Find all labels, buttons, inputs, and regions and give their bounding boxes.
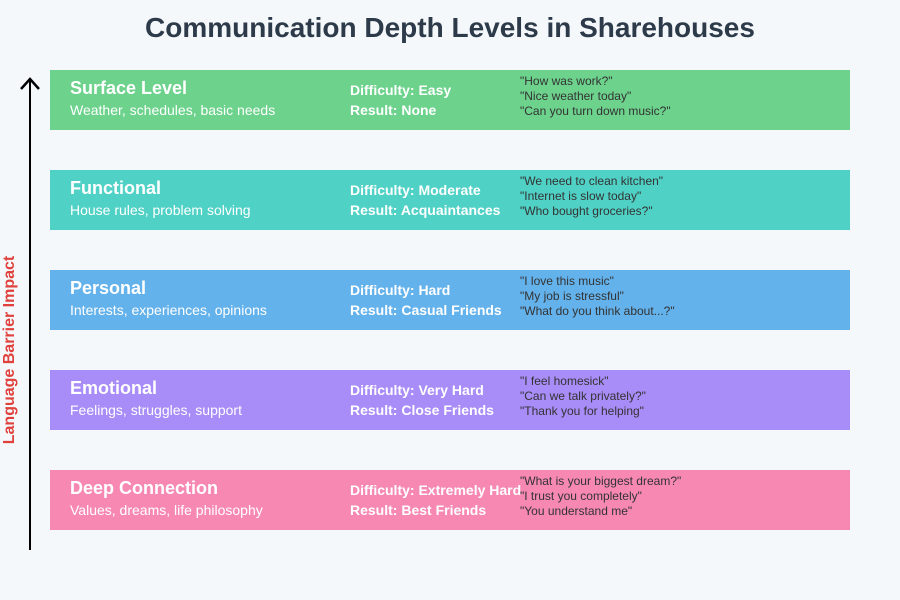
level-difficulty: Difficulty: Moderate [350, 182, 481, 198]
example-phrase: "Thank you for helping" [520, 404, 644, 418]
level-examples: "I love this music" "My job is stressful… [520, 274, 675, 319]
level-surface: Surface Level Weather, schedules, basic … [50, 70, 850, 130]
example-phrase: "My job is stressful" [520, 289, 624, 303]
level-description: Feelings, struggles, support [70, 402, 242, 418]
level-result: Result: Acquaintances [350, 202, 501, 218]
level-emotional: Emotional Feelings, struggles, support D… [50, 370, 850, 430]
level-difficulty: Difficulty: Very Hard [350, 382, 484, 398]
level-deep-connection: Deep Connection Values, dreams, life phi… [50, 470, 850, 530]
level-description: House rules, problem solving [70, 202, 251, 218]
level-name: Functional [70, 178, 161, 198]
example-phrase: "You understand me" [520, 504, 633, 518]
level-result: Result: None [350, 102, 437, 118]
level-difficulty: Difficulty: Extremely Hard [350, 482, 522, 498]
example-phrase: "Who bought groceries?" [520, 204, 653, 218]
level-result: Result: Casual Friends [350, 302, 502, 318]
level-description: Values, dreams, life philosophy [70, 502, 263, 518]
level-description: Weather, schedules, basic needs [70, 102, 276, 118]
example-phrase: "I love this music" [520, 274, 614, 288]
level-name: Personal [70, 278, 147, 298]
level-functional: Functional House rules, problem solving … [50, 170, 850, 230]
example-phrase: "Can you turn down music?" [520, 104, 671, 118]
example-phrase: "Can we talk privately?" [520, 389, 646, 403]
level-name: Emotional [70, 378, 158, 398]
example-phrase: "I trust you completely" [520, 489, 642, 503]
level-difficulty: Difficulty: Hard [350, 282, 451, 298]
example-phrase: "Nice weather today" [520, 89, 632, 103]
level-description: Interests, experiences, opinions [70, 302, 267, 318]
level-name: Surface Level [70, 78, 188, 98]
level-name: Deep Connection [70, 478, 219, 498]
example-phrase: "How was work?" [520, 74, 613, 88]
example-phrase: "What is your biggest dream?" [520, 474, 682, 488]
example-phrase: "Internet is slow today" [520, 189, 642, 203]
level-examples: "What is your biggest dream?" "I trust y… [520, 474, 681, 519]
example-phrase: "We need to clean kitchen" [520, 174, 664, 188]
level-examples: "We need to clean kitchen" "Internet is … [520, 174, 663, 219]
axis-label: Language Barrier Impact [1, 255, 18, 445]
example-phrase: "I feel homesick" [520, 374, 609, 388]
level-result: Result: Close Friends [350, 402, 494, 418]
level-difficulty: Difficulty: Easy [350, 82, 452, 98]
page-title: Communication Depth Levels in Sharehouse… [145, 12, 755, 43]
level-personal: Personal Interests, experiences, opinion… [50, 270, 850, 330]
axis-line [29, 80, 31, 550]
level-result: Result: Best Friends [350, 502, 487, 518]
example-phrase: "What do you think about...?" [520, 304, 675, 318]
arrow-up-icon [20, 77, 40, 90]
level-examples: "How was work?" "Nice weather today" "Ca… [520, 74, 671, 119]
level-examples: "I feel homesick" "Can we talk privately… [520, 374, 646, 419]
